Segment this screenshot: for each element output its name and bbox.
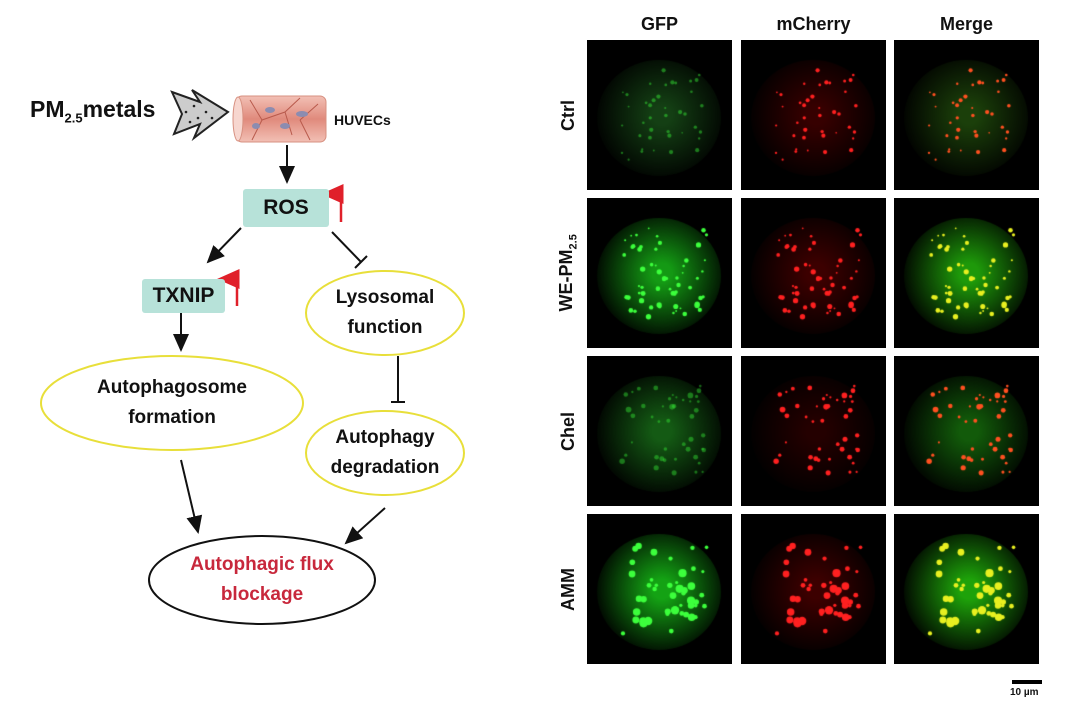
micrograph-gfp-chel bbox=[587, 356, 732, 506]
micrograph-merge-chel bbox=[894, 356, 1039, 506]
node-line: degradation bbox=[330, 457, 440, 478]
micrograph-mcherry-ctrl bbox=[741, 40, 886, 190]
autophagosome-formation-node: Autophagosome formation bbox=[41, 356, 303, 450]
ros-box: ROS bbox=[243, 189, 329, 227]
row-label-amm: AMM bbox=[553, 514, 583, 664]
micrograph-mcherry-we-pm bbox=[741, 198, 886, 348]
micrograph-merge-amm bbox=[894, 514, 1039, 664]
flow-arrows bbox=[40, 89, 465, 625]
micrograph-gfp-we-pm bbox=[587, 198, 732, 348]
source-sub: 2.5 bbox=[64, 110, 83, 126]
scale-bar-label: 10 µm bbox=[1010, 687, 1039, 698]
source-main: PM bbox=[30, 96, 65, 122]
node-line: Autophagy bbox=[335, 427, 435, 448]
column-header-gfp: GFP bbox=[640, 14, 678, 34]
micrograph-merge-we-pm bbox=[894, 198, 1039, 348]
row-sub: 2.5 bbox=[567, 234, 580, 250]
node-line: Lysosomal bbox=[335, 287, 435, 308]
node-line: formation bbox=[128, 407, 216, 428]
row-text: Ctrl bbox=[557, 99, 578, 131]
txnip-box: TXNIP bbox=[142, 279, 225, 313]
column-header-merge: Merge bbox=[939, 14, 993, 34]
micrograph-mcherry-chel bbox=[741, 356, 886, 506]
node-line: Autophagosome bbox=[97, 377, 247, 398]
cell-label: HUVECs bbox=[334, 112, 391, 128]
node-line: function bbox=[347, 317, 423, 338]
autophagy-degradation-node: Autophagy degradation bbox=[306, 411, 464, 495]
row-text: AMM bbox=[557, 567, 578, 611]
node-line: Autophagic flux bbox=[190, 554, 334, 575]
micrograph-gfp-amm bbox=[587, 514, 732, 664]
autophagic-flux-blockage-node: Autophagic flux blockage bbox=[149, 536, 375, 624]
source-label: PM2.5metals bbox=[30, 96, 155, 126]
row-text: WE-PM2.5 bbox=[556, 234, 580, 311]
row-main: WE-PM bbox=[556, 249, 577, 312]
row-label-we-pm: WE-PM2.5 bbox=[553, 198, 583, 348]
particle-arrow-icon bbox=[170, 89, 230, 142]
blood-vessel-icon bbox=[232, 95, 327, 143]
row-text: Chel bbox=[557, 411, 578, 451]
row-label-chel: Chel bbox=[553, 356, 583, 506]
lysosomal-function-node: Lysosomal function bbox=[306, 271, 464, 355]
micrograph-merge-ctrl bbox=[894, 40, 1039, 190]
micrograph-mcherry-amm bbox=[741, 514, 886, 664]
scale-bar bbox=[1012, 680, 1042, 684]
column-header-mcherry: mCherry bbox=[776, 14, 851, 34]
row-label-ctrl: Ctrl bbox=[553, 40, 583, 190]
source-suffix: metals bbox=[82, 96, 156, 122]
node-line: blockage bbox=[220, 584, 304, 605]
micrograph-gfp-ctrl bbox=[587, 40, 732, 190]
